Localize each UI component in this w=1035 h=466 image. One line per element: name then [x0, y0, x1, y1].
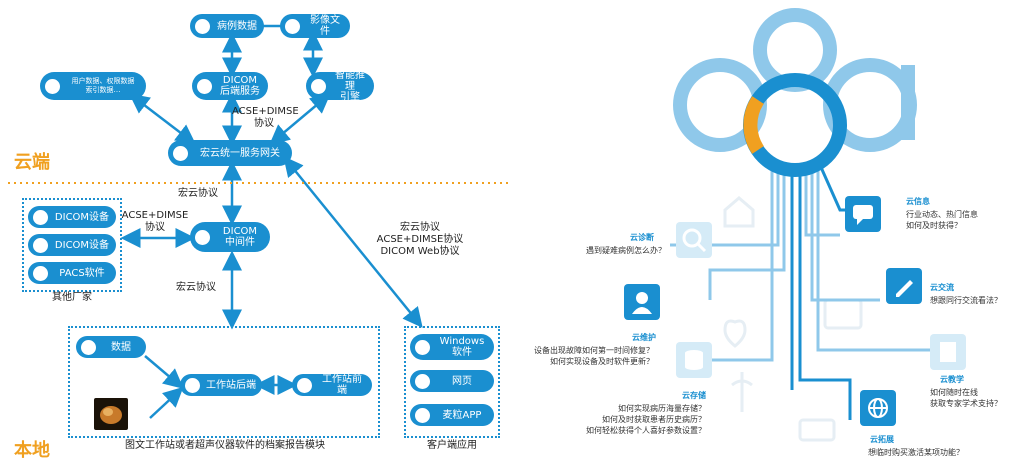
node-dicom-device-2-label: DICOM设备 [54, 239, 110, 251]
chat-bubble-icon [845, 196, 881, 232]
item-text-diagnosis: 遇到疑难病例怎么办？ [586, 246, 666, 255]
item-text-teaching: 如何随时在线 获取专家学术支持？ [930, 388, 1002, 408]
node-app-label: 麦粒APP [442, 409, 482, 421]
node-data-label: 数据 [111, 341, 131, 353]
item-text-information: 行业动态、热门信息 如何及时获得？ [906, 210, 978, 230]
item-text-storage: 如何实现病历海量存储？ 如何及时获取患者历史病历？ 如何轻松获得个人喜好参数设置… [586, 404, 706, 435]
node-windows: Windows 软件 [410, 334, 494, 360]
node-image-file: 影像文件 [280, 14, 350, 38]
client-apps-box [404, 326, 500, 438]
node-dicom-backend-label: DICOM 后端服务 [220, 75, 260, 97]
label-acse-dimse-left: ACSE+DIMSE 协议 [121, 210, 189, 233]
item-title-expansion: 云拓展 [870, 435, 894, 444]
node-ai-engine-label: 智能推理 引擎 [335, 69, 365, 103]
doctor-icon [624, 284, 660, 320]
region-local-label: 本地 [14, 440, 50, 461]
label-client-apps: 客户端应用 [427, 440, 477, 451]
local-module-box [68, 326, 380, 438]
node-web-label: 网页 [452, 375, 472, 387]
node-case-data: 病例数据 [190, 14, 264, 38]
item-text-exchange: 想跟同行交流看法？ [930, 296, 1002, 305]
node-case-data-label: 病例数据 [217, 20, 257, 32]
node-web: 网页 [410, 370, 494, 392]
label-hongyun-1: 宏云协议 [178, 188, 218, 199]
node-gateway-label: 宏云统一服务网关 [200, 147, 280, 159]
node-image-file-label: 影像文件 [310, 15, 340, 37]
label-right-protocols: 宏云协议 ACSE+DIMSE协议 DICOM Web协议 [376, 222, 464, 257]
book-icon [930, 334, 966, 370]
item-text-maintenance: 设备出现故障如何第一时间修复？ 如何实现设备及时软件更新？ [534, 346, 654, 366]
node-dicom-middleware-label: DICOM 中间件 [222, 226, 258, 248]
globe-icon [860, 390, 896, 426]
node-dicom-device-1: DICOM设备 [28, 206, 116, 228]
node-dicom-backend: DICOM 后端服务 [192, 72, 268, 100]
item-title-teaching: 云教学 [940, 375, 964, 384]
label-acse-dimse-top: ACSE+DIMSE 协议 [232, 106, 299, 129]
node-dicom-device-2: DICOM设备 [28, 234, 116, 256]
node-workstation-backend-label: 工作站后端 [206, 379, 256, 391]
node-windows-label: Windows 软件 [439, 336, 485, 358]
pen-icon [886, 268, 922, 304]
other-vendors-box [22, 198, 122, 292]
item-title-storage: 云存储 [682, 391, 706, 400]
item-title-diagnosis: 云诊断 [630, 233, 654, 242]
node-workstation-backend: 工作站后端 [180, 374, 262, 396]
node-user-data-label: 用户数据、权限数据 索引数据… [71, 77, 135, 94]
label-hongyun-2: 宏云协议 [176, 282, 216, 293]
item-title-information: 云信息 [906, 197, 930, 206]
ultrasound-thumbnail [94, 398, 128, 430]
item-title-exchange: 云交流 [930, 283, 954, 292]
region-cloud-label: 云端 [14, 152, 50, 173]
node-pacs-label: PACS软件 [59, 267, 105, 279]
node-workstation-frontend-label: 工作站前端 [322, 374, 362, 396]
node-user-data: 用户数据、权限数据 索引数据… [40, 72, 146, 100]
magnifier-heart-icon [676, 222, 712, 258]
item-title-maintenance: 云维护 [632, 333, 656, 342]
node-dicom-device-1-label: DICOM设备 [54, 211, 110, 223]
node-gateway: 宏云统一服务网关 [168, 140, 292, 166]
database-icon [676, 342, 712, 378]
node-workstation-frontend: 工作站前端 [292, 374, 372, 396]
item-text-expansion: 想临时购买激活某项功能？ [868, 448, 964, 457]
node-pacs: PACS软件 [28, 262, 116, 284]
node-dicom-middleware: DICOM 中间件 [190, 222, 270, 252]
left-connectors [8, 24, 512, 419]
node-app: 麦粒APP [410, 404, 494, 426]
label-other-vendors: 其他厂家 [52, 292, 92, 303]
cloud-service-illustration [670, 8, 930, 442]
label-archive-module: 图文工作站或者超声仪器软件的档案报告模块 [125, 440, 325, 451]
node-data: 数据 [76, 336, 146, 358]
node-ai-engine: 智能推理 引擎 [306, 69, 374, 103]
